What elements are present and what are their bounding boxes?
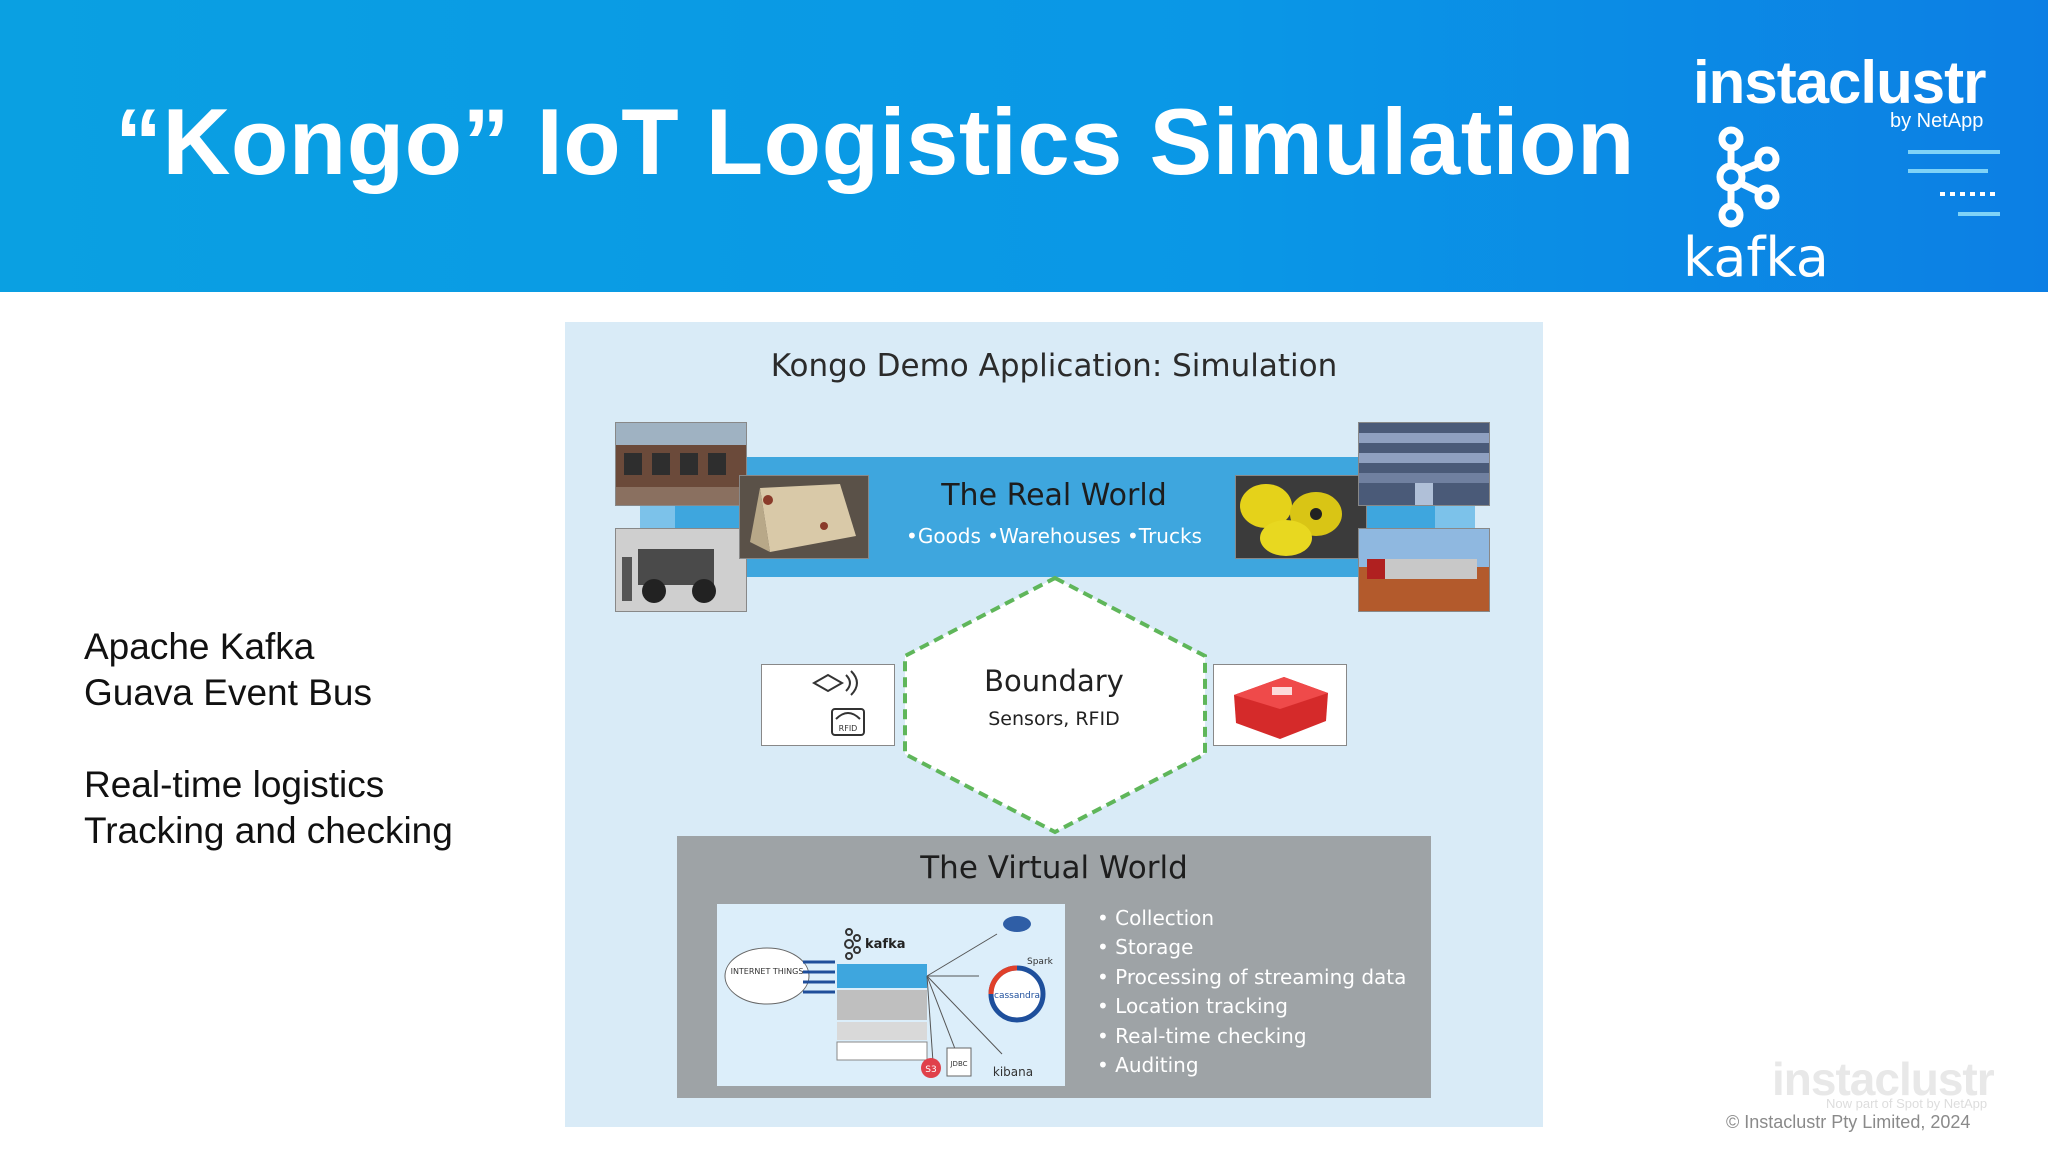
virtual-world-list: • Collection • Storage • Processing of s… [1097,904,1406,1080]
road-train-photo [1358,528,1490,612]
goods-box-photo [739,475,869,559]
warehouse-interior-photo [1358,422,1490,506]
bullet-item: Tracking and checking [84,810,453,851]
instaclustr-logo: instaclustr [1693,49,1986,116]
s3-label: S3 [925,1065,936,1075]
list-item: • Real-time checking [1097,1023,1307,1048]
real-world-items: •Goods •Warehouses •Trucks [906,524,1202,548]
list-item: • Location tracking [1097,994,1288,1019]
bullet-item: Guava Event Bus [84,672,372,713]
cassandra-label: cassandra [994,991,1040,1001]
decorative-lines-icon [1908,150,2000,216]
virtual-world-panel: The Virtual World INTERNET THINGS [677,836,1431,1098]
vintage-truck-photo [615,528,747,612]
virtual-world-title: The Virtual World [920,850,1188,886]
diagram-title: Kongo Demo Application: Simulation [770,348,1338,384]
list-item: • Auditing [1097,1053,1199,1078]
barrels-photo [1235,475,1367,559]
footer-logo: instaclustr [1772,1053,1995,1105]
spark-label: Spark [1027,957,1054,967]
kibana-label: kibana [993,1065,1033,1079]
boundary-hexagon [903,575,1207,835]
architecture-diagram: INTERNET THINGS kafka [717,904,1065,1086]
netapp-label: by NetApp [1890,110,1984,132]
rfid-sensor-image: RFID [761,664,895,746]
arch-kafka-label: kafka [865,937,906,952]
slide-bullets: Apache Kafka Guava Event Bus Real-time l… [84,624,453,854]
boundary-subtitle: Sensors, RFID [988,708,1120,730]
warehouse-photo [615,422,747,506]
bullet-item: Real-time logistics [84,764,385,805]
jdbc-label: JDBC [949,1060,967,1068]
footer-subtitle: Now part of Spot by NetApp [1826,1096,1988,1111]
kafka-label: kafka [1683,226,1829,289]
rfid-label: RFID [839,724,858,733]
slide-title: “Kongo” IoT Logistics Simulation [115,89,1635,194]
iot-label: INTERNET THINGS [731,967,804,976]
iot-sensor-image [1213,664,1347,746]
rfid-icon: RFID [811,670,865,736]
red-sensor-icon [1234,677,1328,739]
bullet-spacer [84,716,453,762]
bullet-item: Apache Kafka [84,626,315,667]
real-world-title: The Real World [941,478,1167,513]
boundary-title: Boundary [984,664,1124,698]
list-item: • Processing of streaming data [1097,964,1407,989]
kafka-icon [1716,126,1780,228]
slide-header: “Kongo” IoT Logistics Simulation instacl… [0,0,2048,292]
copyright-text: © Instaclustr Pty Limited, 2024 [1726,1112,1971,1132]
simulation-diagram: Kongo Demo Application: Simulation The R… [565,322,1543,1127]
list-item: • Storage [1097,935,1194,960]
list-item: • Collection [1097,906,1215,930]
architecture-icon: INTERNET THINGS kafka [724,916,1054,1079]
